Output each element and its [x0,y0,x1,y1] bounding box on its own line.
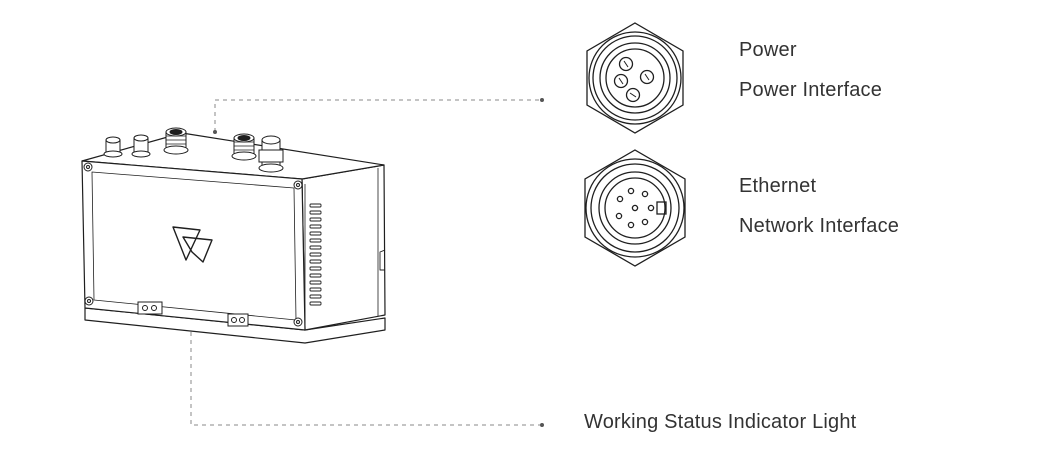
mounting-brackets [137,301,249,327]
ethernet-name-label: Ethernet [739,175,817,197]
power-desc-label: Power Interface [739,79,883,101]
device-enclosure [81,132,386,344]
power-leader-dot-start [213,130,217,134]
indicator-light-label: Working Status Indicator Light [584,411,857,433]
top-connector-5 [258,135,284,173]
indicator-leader-dot-end [540,423,544,427]
top-connector-1 [103,136,123,158]
power-name-label: Power [739,39,797,61]
power-leader-dot-end [540,98,544,102]
brand-logo [172,226,213,263]
side-notch [379,249,386,271]
top-connector-3 [163,127,189,155]
top-connector-2 [131,134,151,158]
power-connector-icon [586,22,684,134]
top-connectors [103,127,284,173]
top-connector-4 [231,133,257,161]
vent-slots [309,203,322,306]
ethernet-desc-label: Network Interface [739,215,900,237]
power-leader-line [214,99,540,132]
bracket-left [137,301,163,315]
bracket-right [227,313,249,327]
ethernet-connector-icon [584,149,686,267]
corner-screws [83,162,303,327]
leader-lines [190,99,540,426]
